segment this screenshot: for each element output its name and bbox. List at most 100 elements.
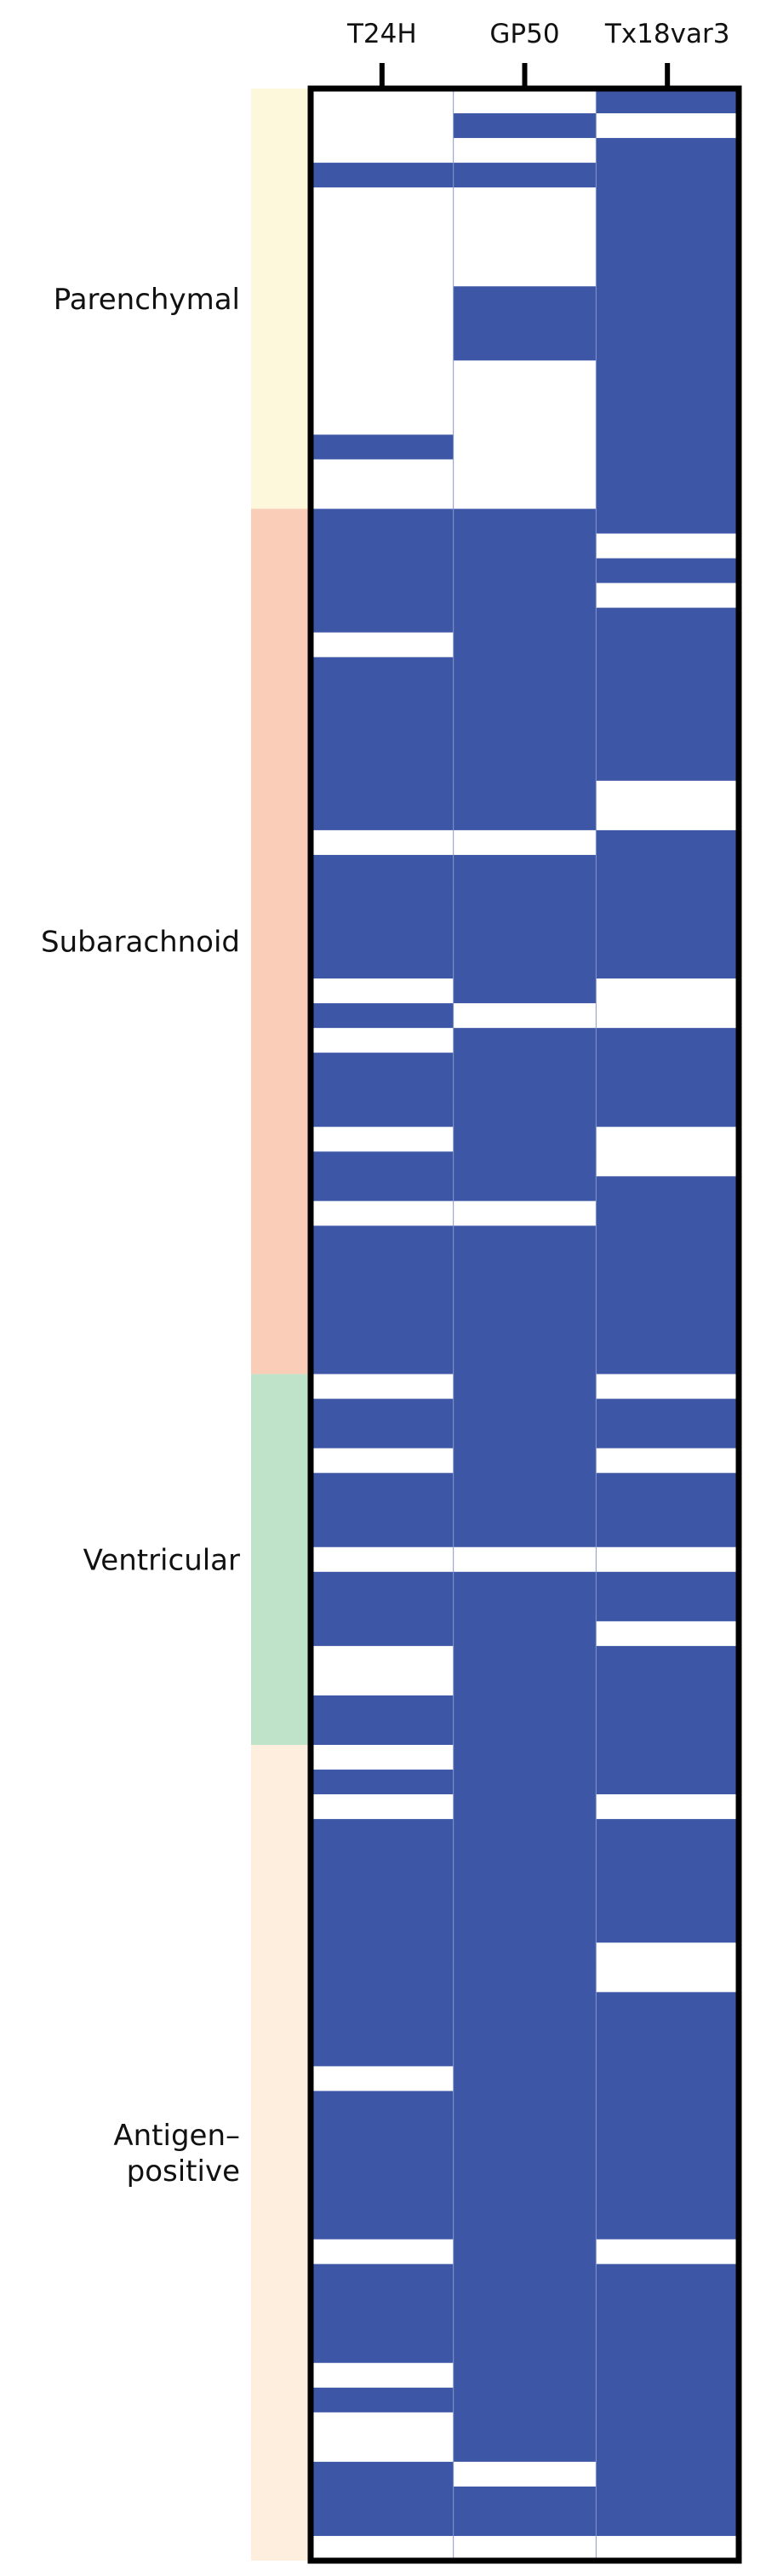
heatmap-cell xyxy=(596,2535,740,2562)
heatmap-cell xyxy=(596,1918,740,1943)
column-dividers xyxy=(453,89,597,2561)
heatmap-cell xyxy=(596,2017,740,2042)
heatmap-cell xyxy=(453,2436,597,2463)
heatmap-cell xyxy=(596,1028,740,1053)
heatmap-cell xyxy=(311,780,454,806)
heatmap-cell xyxy=(453,1423,597,1449)
heatmap-cell xyxy=(453,187,597,213)
heatmap-cell xyxy=(453,1003,597,1029)
heatmap-cell xyxy=(453,1819,597,1845)
heatmap-cell xyxy=(453,2510,597,2537)
heatmap-cell xyxy=(311,1770,454,1795)
heatmap-cell xyxy=(311,508,454,535)
heatmap-cell xyxy=(311,2436,454,2463)
group-label: Ventricular xyxy=(83,1543,240,1577)
heatmap-cell xyxy=(453,2412,597,2438)
heatmap-cell xyxy=(453,508,597,535)
heatmap-cell xyxy=(596,1621,740,1647)
heatmap-cell xyxy=(453,1299,597,1325)
heatmap-cell xyxy=(596,1127,740,1152)
heatmap-cell xyxy=(596,2288,740,2315)
heatmap-cell xyxy=(596,657,740,683)
heatmap-cell xyxy=(311,657,454,683)
heatmap-cell xyxy=(596,558,740,584)
heatmap-cell xyxy=(311,1225,454,1251)
heatmap-cell xyxy=(453,1546,597,1573)
heatmap-cell xyxy=(311,1028,454,1053)
heatmap-cell xyxy=(311,805,454,831)
heatmap-cell xyxy=(596,2510,740,2537)
heatmap-cell xyxy=(453,731,597,757)
heatmap-cell xyxy=(596,1423,740,1449)
heatmap-cell xyxy=(453,533,597,559)
heatmap-cell xyxy=(453,1398,597,1425)
heatmap-cell xyxy=(596,829,740,856)
heatmap-cell xyxy=(596,1893,740,1919)
heatmap-cell xyxy=(311,2041,454,2067)
heatmap-cell xyxy=(453,1028,597,1053)
heatmap-cell xyxy=(311,286,454,312)
heatmap-cell xyxy=(311,2115,454,2141)
heatmap-cell xyxy=(596,1324,740,1351)
heatmap-cell xyxy=(311,978,454,1004)
heatmap-cell xyxy=(453,434,597,460)
heatmap-cell xyxy=(596,410,740,435)
heatmap-cell xyxy=(311,1942,454,1968)
heatmap-cell xyxy=(311,2165,454,2191)
heatmap-cell xyxy=(453,854,597,881)
heatmap-cell xyxy=(596,187,740,213)
heatmap-cell xyxy=(596,1077,740,1103)
heatmap-cell xyxy=(596,533,740,559)
heatmap-cell xyxy=(453,1745,597,1770)
heatmap-cell xyxy=(453,2288,597,2315)
heatmap-cell xyxy=(311,2535,454,2562)
heatmap-cell xyxy=(453,1770,597,1795)
heatmap-cell xyxy=(453,558,597,584)
heatmap-cell xyxy=(311,89,454,114)
heatmap-cell xyxy=(311,607,454,634)
heatmap-cell xyxy=(453,212,597,238)
heatmap-cell xyxy=(453,1918,597,1943)
heatmap-cell xyxy=(311,954,454,979)
heatmap-cell xyxy=(311,731,454,757)
heatmap-cell xyxy=(453,978,597,1004)
heatmap-cell xyxy=(453,484,597,510)
heatmap-cell xyxy=(311,2214,454,2240)
heatmap-cell xyxy=(596,1794,740,1820)
heatmap-cell xyxy=(453,1967,597,1993)
heatmap-cell xyxy=(453,237,597,262)
heatmap-cell xyxy=(453,1201,597,1226)
heatmap-cell xyxy=(311,904,454,930)
heatmap-cell xyxy=(596,1522,740,1548)
heatmap-cell xyxy=(311,533,454,559)
heatmap-cell xyxy=(453,2165,597,2191)
heatmap-cell xyxy=(453,954,597,979)
column-label: T24H xyxy=(346,19,417,49)
heatmap-cell xyxy=(596,1225,740,1251)
heatmap-cell xyxy=(311,879,454,905)
heatmap-cell xyxy=(311,582,454,609)
heatmap-cell xyxy=(311,2412,454,2438)
heatmap-cell xyxy=(453,1522,597,1548)
heatmap-cell xyxy=(453,1448,597,1474)
heatmap-cell xyxy=(453,2140,597,2166)
heatmap-cell xyxy=(596,1176,740,1202)
heatmap-cell xyxy=(453,582,597,609)
heatmap-cell xyxy=(453,1127,597,1152)
group-sidebar xyxy=(251,89,309,2561)
heatmap-cell xyxy=(453,459,597,485)
heatmap-cell xyxy=(453,360,597,386)
heatmap-cell xyxy=(453,138,597,164)
heatmap-cell xyxy=(453,755,597,782)
heatmap-cell xyxy=(453,1695,597,1721)
heatmap-cell xyxy=(453,1374,597,1400)
heatmap-cell xyxy=(596,1151,740,1177)
heatmap-cell xyxy=(453,336,597,361)
heatmap-cell xyxy=(596,978,740,1004)
heatmap-cell xyxy=(311,1967,454,1993)
heatmap-cell xyxy=(311,1423,454,1449)
heatmap-cells xyxy=(311,89,740,2562)
heatmap-cell xyxy=(453,2535,597,2562)
heatmap-cell xyxy=(453,829,597,856)
heatmap-cell xyxy=(596,1745,740,1770)
